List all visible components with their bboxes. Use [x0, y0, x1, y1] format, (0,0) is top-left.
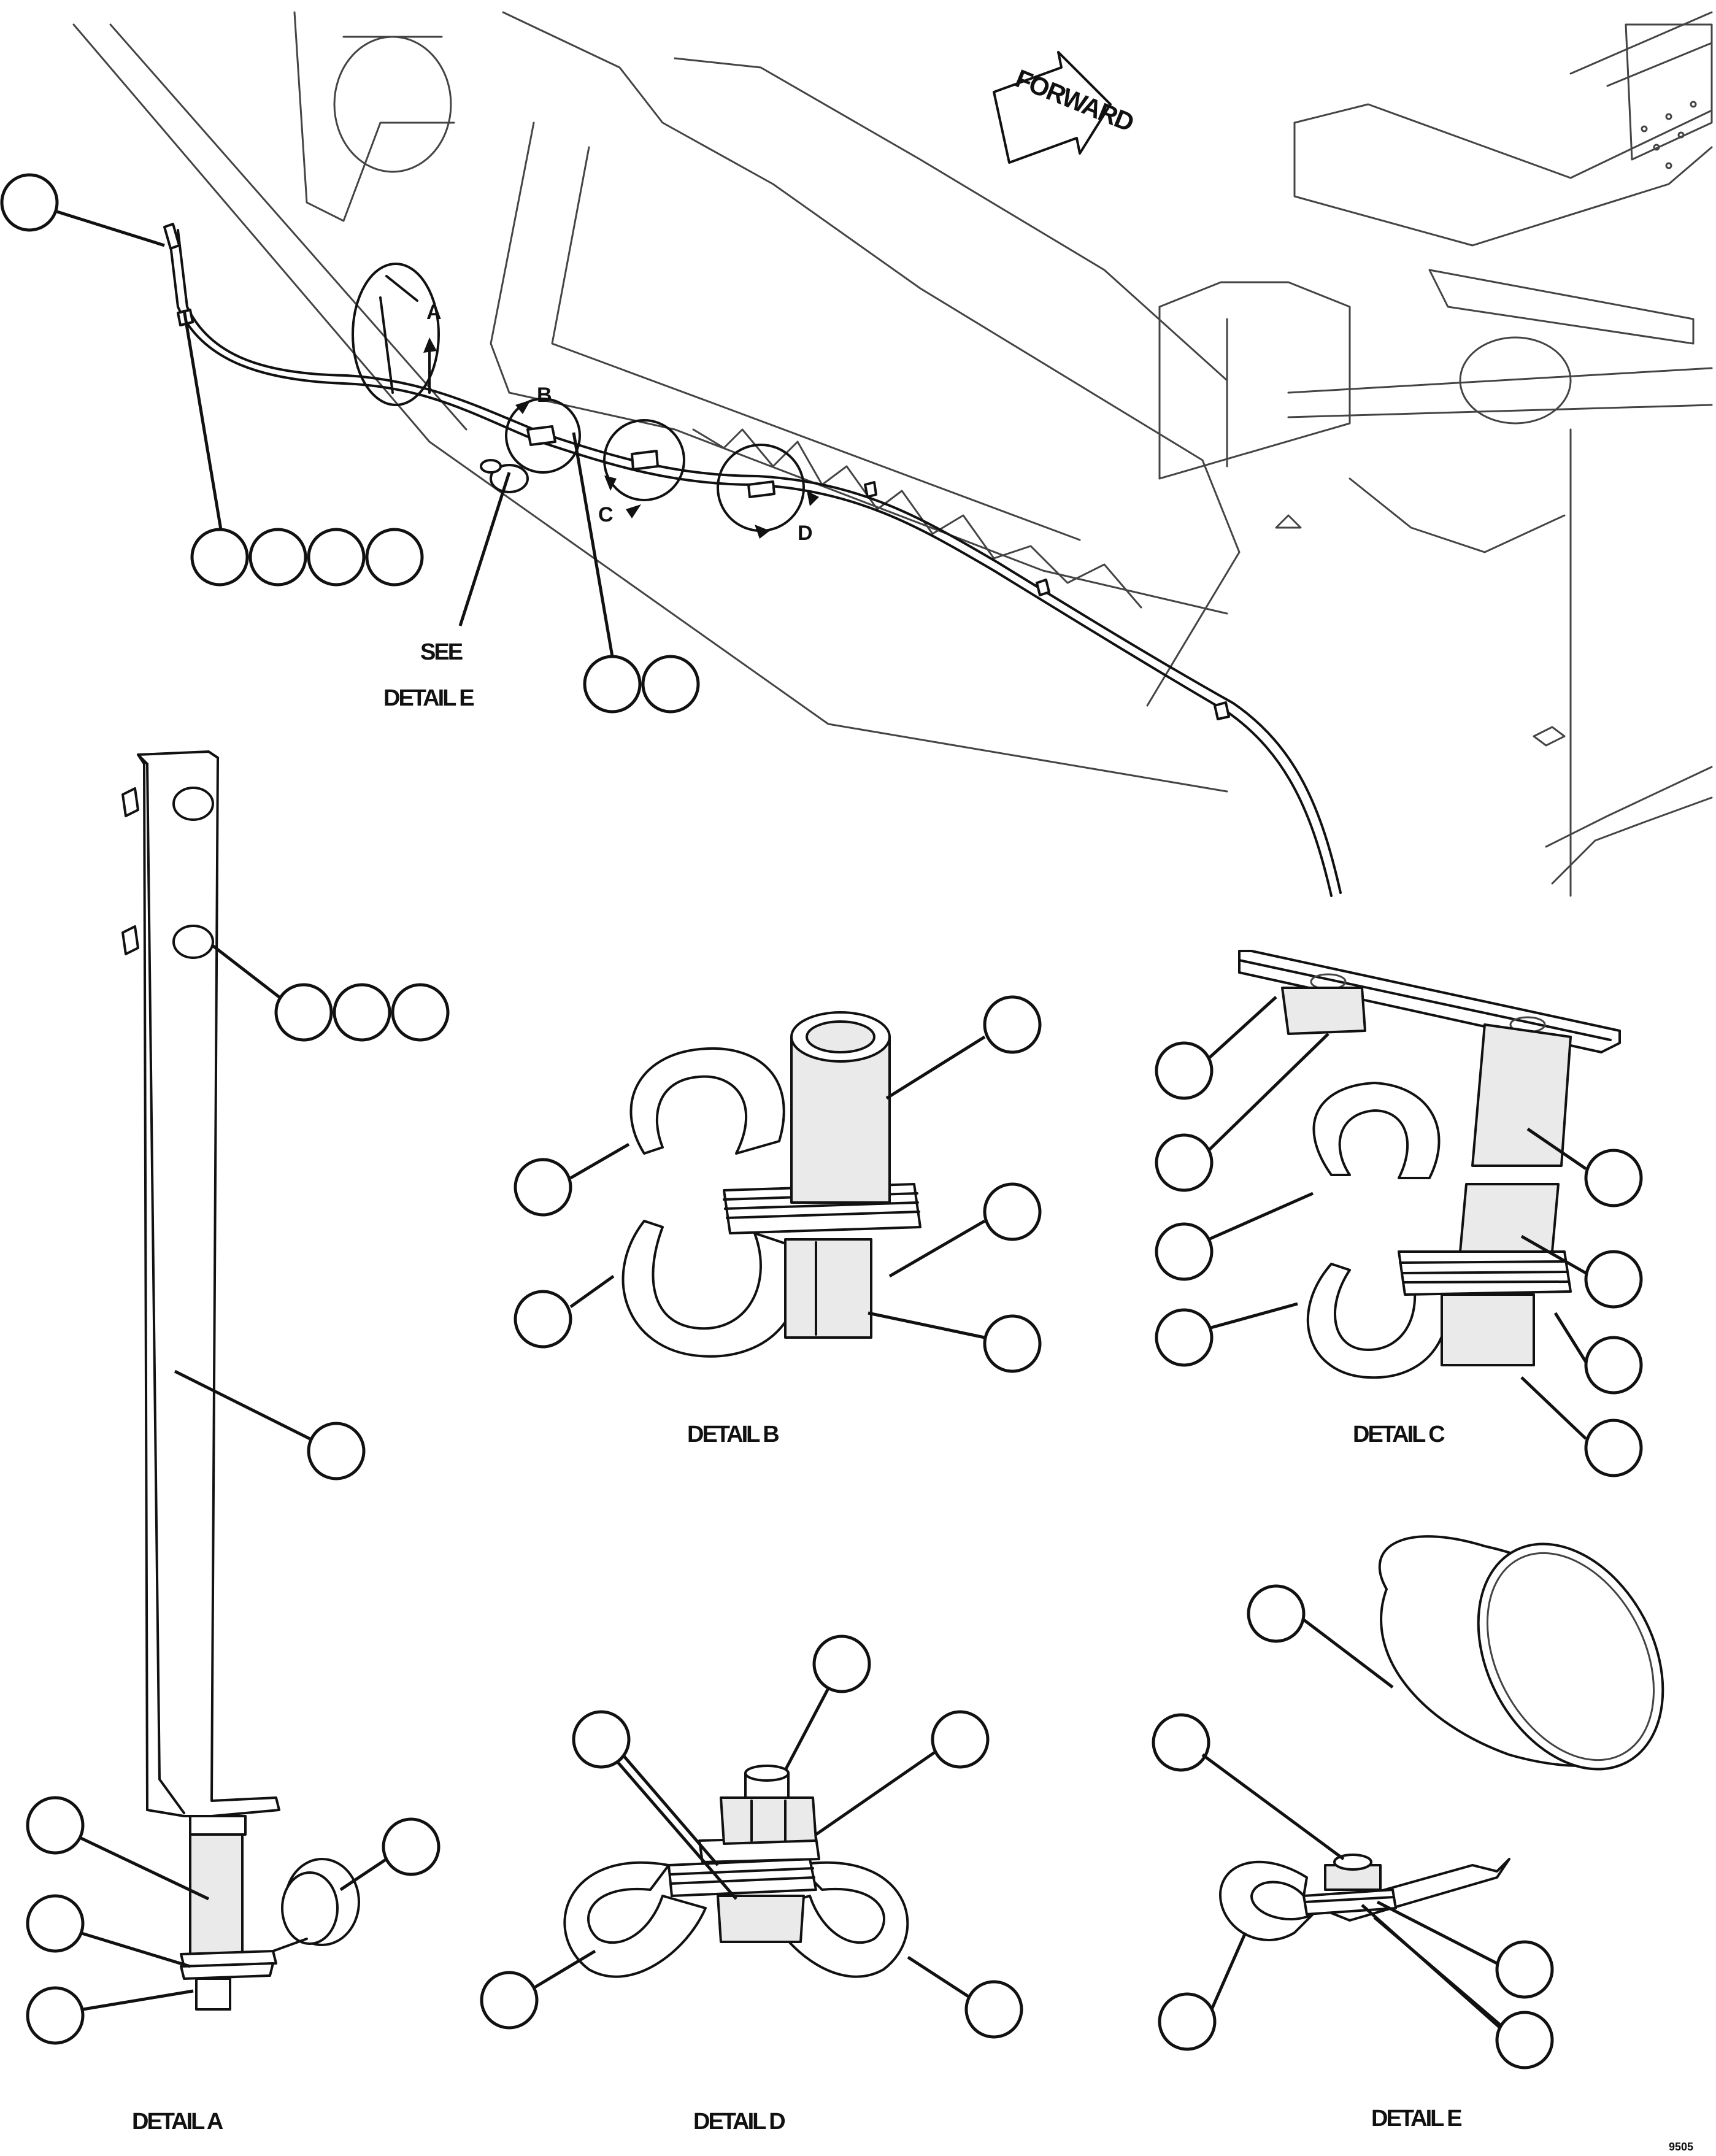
detail-e-title: DETAIL E: [1371, 2106, 1461, 2131]
callout: [0, 173, 59, 232]
callout: [514, 1290, 572, 1349]
callout: [931, 1710, 990, 1769]
callout: [1584, 1250, 1643, 1309]
callout: [307, 528, 366, 587]
callout: [1155, 1133, 1214, 1192]
callout: [583, 655, 642, 714]
callout: [964, 1980, 1023, 2039]
detail-b-indicator: B: [505, 383, 581, 474]
detail-d: DETAIL D: [480, 1634, 1023, 2135]
callout: [333, 983, 391, 1042]
forward-arrow: FORWARD: [993, 51, 1137, 164]
detail-a-indicator: A: [352, 263, 442, 406]
callout: [190, 528, 249, 587]
callout: [1584, 1419, 1643, 1477]
callout: [1155, 1222, 1214, 1281]
callout: [1495, 2011, 1554, 2069]
detail-c: DETAIL C: [1155, 950, 1643, 1477]
detail-b: DETAIL B: [514, 995, 1042, 1447]
callout: [307, 1422, 366, 1480]
detail-d-title: DETAIL D: [693, 2109, 785, 2135]
callout: [480, 1971, 539, 2030]
callout: [1155, 1041, 1214, 1100]
callout: [1584, 1149, 1643, 1207]
drawing-code: 9505: [1669, 2141, 1693, 2153]
view-letter-a: A: [426, 301, 442, 324]
callout: [26, 1894, 85, 1953]
callout: [365, 528, 424, 587]
overview-view: FORWARD A B: [0, 11, 1713, 897]
callout: [26, 1796, 85, 1855]
callout: [983, 995, 1042, 1054]
callout: [1152, 1713, 1210, 1772]
callout: [1584, 1336, 1643, 1395]
callout: [382, 1817, 441, 1876]
detail-c-title: DETAIL C: [1353, 1422, 1445, 1447]
overview-callouts: SEE DETAIL E: [0, 173, 700, 714]
view-letter-b: B: [537, 383, 552, 407]
callout: [812, 1634, 871, 1693]
callout: [983, 1314, 1042, 1373]
callout: [983, 1182, 1042, 1241]
detail-e: DETAIL E: [1152, 1535, 1664, 2131]
detail-c-indicator: C: [598, 419, 685, 526]
callout: [1495, 1940, 1554, 1999]
detail-a: DETAIL A: [26, 750, 450, 2135]
detail-b-title: DETAIL B: [687, 1422, 779, 1447]
view-letter-d: D: [798, 522, 813, 545]
view-letter-c: C: [598, 503, 614, 526]
callout: [274, 983, 333, 1042]
callout: [1155, 1308, 1214, 1367]
callout: [514, 1158, 572, 1217]
callout: [248, 528, 307, 587]
callout: [391, 983, 450, 1042]
detail-e-indicator: [480, 459, 529, 493]
callout: [641, 655, 700, 714]
callout: [572, 1710, 631, 1769]
callout: [1247, 1584, 1306, 1643]
detail-a-title: DETAIL A: [132, 2109, 223, 2135]
see-detail-label: SEE: [420, 639, 463, 665]
callout: [26, 1986, 85, 2045]
callout: [1158, 1992, 1217, 2051]
detail-d-indicator: D: [717, 444, 819, 545]
see-detail-target: DETAIL E: [383, 685, 474, 711]
